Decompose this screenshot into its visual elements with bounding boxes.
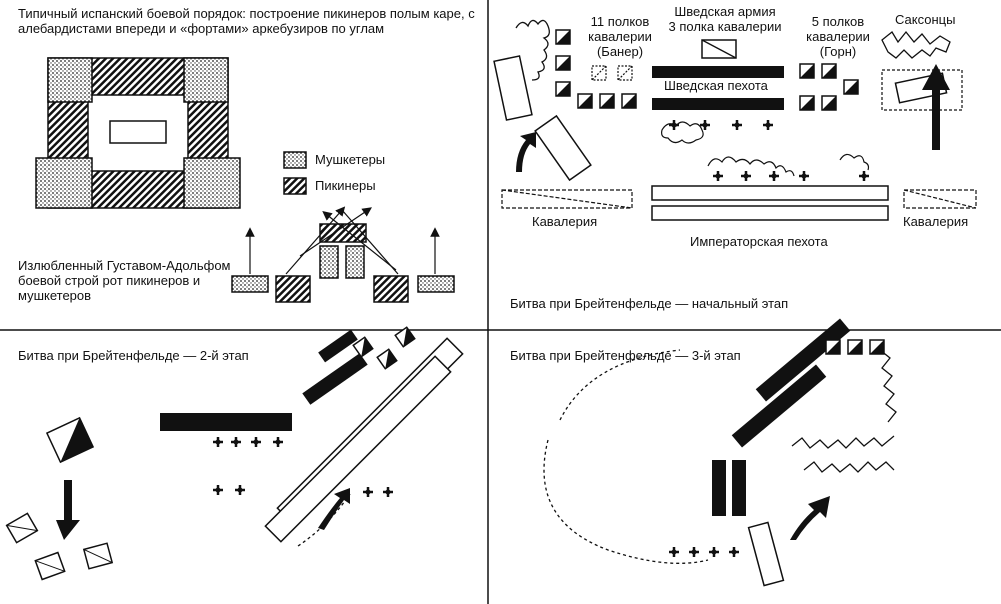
banner-cavalry-label: 11 полков кавалерии (Банер) — [580, 14, 660, 59]
spanish-formation-title: Типичный испанский боевой порядок: постр… — [18, 6, 475, 36]
cav5-line2: кавалерии — [806, 29, 870, 44]
stage2-diagram — [5, 326, 464, 581]
cav11-line3: (Банер) — [596, 44, 644, 59]
gustav-formation-caption: Излюбленный Густавом-Адольфом боевой стр… — [18, 258, 231, 303]
cavalry-left-label: Кавалерия — [532, 214, 598, 229]
legend-swatches — [283, 151, 307, 195]
horn-cavalry — [799, 63, 859, 111]
spanish-formation — [35, 57, 241, 209]
battle-stage3-caption: Битва при Брейтенфельде — 3-й этап — [510, 348, 741, 363]
cavalry-right-label: Кавалерия — [903, 214, 969, 229]
cav11-line1: 11 полков — [590, 14, 650, 29]
horn-cavalry-label: 5 полков кавалерии (Горн) — [798, 14, 878, 59]
saxons-label: Саксонцы — [895, 12, 956, 27]
swedish-army-label: Шведская армия 3 полка кавалерии — [650, 4, 800, 34]
legend-pikemen-label: Пикинеры — [315, 178, 376, 193]
imperial-army — [501, 153, 977, 221]
cav5-line3: (Горн) — [819, 44, 857, 59]
saxon-army — [881, 30, 963, 150]
swedish-army-cav3: 3 полка кавалерии — [668, 19, 782, 34]
battle-start-caption: Битва при Брейтенфельде — начальный этап — [510, 296, 789, 311]
cav5-line1: 5 полков — [811, 14, 865, 29]
cav11-line2: кавалерии — [588, 29, 652, 44]
swedish-brigade — [231, 206, 455, 303]
swedish-army-center — [652, 39, 784, 144]
imperial-infantry-label: Императорская пехота — [690, 234, 828, 249]
battle-stage2-caption: Битва при Брейтенфельде — 2-й этап — [18, 348, 249, 363]
banner-cavalry — [493, 29, 637, 182]
saxon-cloud-left — [515, 19, 550, 81]
swedish-infantry-label: Шведская пехота — [664, 78, 768, 93]
swedish-army-title: Шведская армия — [674, 4, 776, 19]
legend-musketeers-label: Мушкетеры — [315, 152, 386, 167]
stage3-diagram — [543, 318, 897, 587]
